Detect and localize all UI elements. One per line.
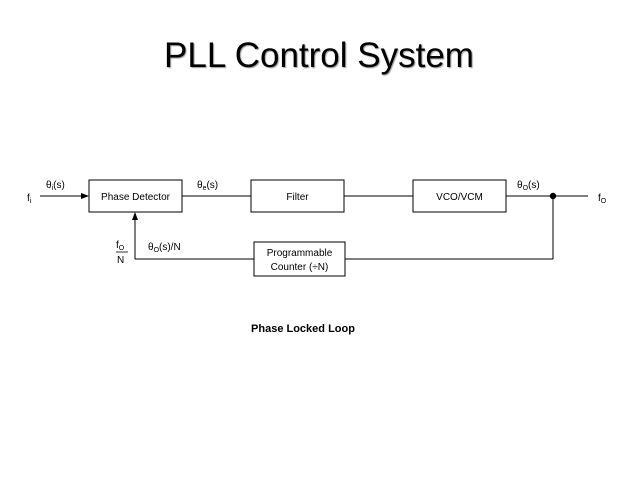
input-freq-label: fi bbox=[27, 193, 32, 205]
phase-detector-label: Phase Detector bbox=[101, 192, 171, 203]
output-phase-label: θO(s) bbox=[517, 180, 540, 192]
filter-block bbox=[250, 179, 345, 213]
output-freq-label: fO bbox=[598, 193, 607, 205]
error-phase-label: θe(s) bbox=[197, 180, 218, 192]
feedback-fraction-denominator: N bbox=[117, 255, 124, 266]
input-phase-label: θi(s) bbox=[46, 180, 65, 192]
diagram-caption: Phase Locked Loop bbox=[251, 323, 355, 335]
feedback-phase-label: θO(s)/N bbox=[148, 242, 181, 254]
counter-block bbox=[253, 241, 346, 277]
vco-block bbox=[412, 179, 507, 213]
feedback-fraction-numerator: fO bbox=[116, 240, 125, 252]
vco-label: VCO/VCM bbox=[436, 192, 483, 203]
counter-label-line2: Counter (÷N) bbox=[271, 262, 329, 273]
slide-title: PLL Control System bbox=[164, 36, 474, 75]
filter-label: Filter bbox=[286, 192, 309, 203]
phase-detector-block bbox=[88, 179, 183, 213]
counter-label-line1: Programmable bbox=[267, 248, 333, 259]
